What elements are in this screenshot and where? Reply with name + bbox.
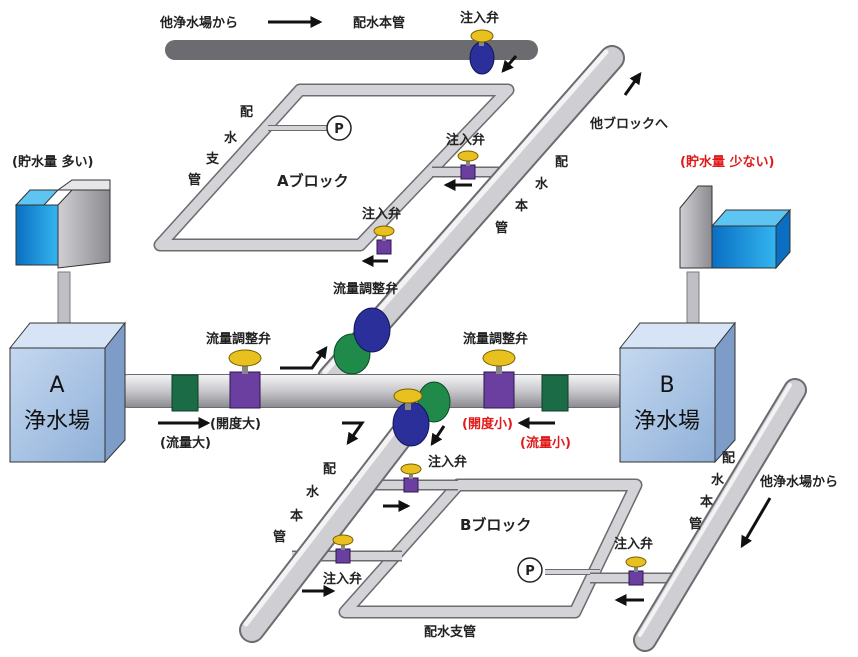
right-diagonal-main-pipe xyxy=(633,378,807,652)
pump-a: P xyxy=(326,115,352,141)
storage-high-label: (貯水量 多い) xyxy=(12,154,93,170)
from-other-plant-right-label: 他浄水場から xyxy=(759,474,838,490)
pump-b-label: P xyxy=(525,564,535,579)
svg-text:配: 配 xyxy=(240,105,253,120)
main-pipe-top-label: 配水本管 xyxy=(353,15,405,31)
svg-text:管: 管 xyxy=(689,516,702,532)
injection-valve-a-upper[interactable] xyxy=(457,150,479,180)
plant-b-name: 浄水場 xyxy=(634,409,700,434)
tank-a-storage-high xyxy=(14,179,111,269)
lower-diagonal-main-pipe xyxy=(239,392,438,643)
plant-a: A 浄水場 xyxy=(8,321,127,464)
injection-valve-a-upper-label: 注入弁 xyxy=(446,132,485,148)
block-b-label: Bブロック xyxy=(460,516,531,534)
flow-control-valve-b[interactable] xyxy=(482,349,516,409)
flow-small-label: (流量小) xyxy=(520,435,571,451)
plant-a-name: 浄水場 xyxy=(24,409,90,434)
flow-arrows xyxy=(158,16,772,606)
block-a-branch-pipe-vertical-label: 配 水 支 管 xyxy=(188,105,253,188)
svg-text:水: 水 xyxy=(711,472,725,488)
svg-text:管: 管 xyxy=(273,529,286,545)
flow-control-valve-lower-diagonal[interactable] xyxy=(392,381,451,447)
injection-valve-b-upper[interactable] xyxy=(400,463,422,493)
branch-pipe-bottom-label: 配水支管 xyxy=(424,624,476,640)
right-main-pipe-vertical-label: 配 水 本 管 xyxy=(689,451,735,532)
injection-valve-b-lower[interactable] xyxy=(332,534,354,564)
flow-control-valve-b-label: 流量調整弁 xyxy=(463,331,528,347)
injection-valve-b-lower-label: 注入弁 xyxy=(323,571,362,587)
flow-meter-a xyxy=(171,374,199,412)
svg-text:配: 配 xyxy=(722,451,735,466)
svg-text:管: 管 xyxy=(188,172,201,188)
injection-valve-b-right-label: 注入弁 xyxy=(614,536,653,552)
injection-valve-a-lower[interactable] xyxy=(373,225,395,255)
svg-text:水: 水 xyxy=(224,130,238,146)
injection-valve-top-main[interactable] xyxy=(469,29,495,75)
to-other-block-label: 他ブロックへ xyxy=(589,116,668,132)
flow-control-valve-a-label: 流量調整弁 xyxy=(206,331,271,347)
pump-a-label: P xyxy=(334,122,344,137)
upper-main-pipe-vertical-label: 配 水 本 管 xyxy=(495,155,568,236)
injection-valve-a-lower-label: 注入弁 xyxy=(362,206,401,222)
flow-control-valve-a[interactable] xyxy=(228,349,262,409)
storage-low-label: (貯水量 少ない) xyxy=(680,154,774,170)
pump-b: P xyxy=(517,557,543,583)
flow-control-valve-upper-diagonal[interactable] xyxy=(333,307,391,375)
svg-text:管: 管 xyxy=(495,220,508,236)
opening-small-label: (開度小) xyxy=(462,416,513,432)
block-a-branch-pipes xyxy=(153,83,515,252)
svg-text:配: 配 xyxy=(555,155,568,170)
flow-large-label: (流量大) xyxy=(160,435,211,451)
svg-text:本: 本 xyxy=(515,198,528,214)
plant-a-letter: A xyxy=(49,373,64,398)
from-other-plant-top-label: 他浄水場から xyxy=(159,15,238,31)
flow-control-valve-upper-label: 流量調整弁 xyxy=(333,281,398,297)
lower-main-pipe-vertical-label: 配 水 本 管 xyxy=(273,462,336,545)
injection-valve-b-upper-label: 注入弁 xyxy=(428,454,467,470)
opening-large-label: (開度大) xyxy=(210,416,261,432)
svg-text:配: 配 xyxy=(323,462,336,477)
svg-text:支: 支 xyxy=(205,151,220,167)
svg-text:本: 本 xyxy=(290,508,303,524)
plant-b: B 浄水場 xyxy=(618,321,737,464)
svg-text:水: 水 xyxy=(535,176,549,192)
injection-valve-b-right[interactable] xyxy=(625,556,647,586)
plant-b-letter: B xyxy=(659,373,674,398)
svg-text:本: 本 xyxy=(700,494,713,510)
svg-text:水: 水 xyxy=(306,484,320,500)
block-a-label: Aブロック xyxy=(277,172,349,190)
flow-meter-b xyxy=(541,374,569,412)
tank-b-storage-low xyxy=(679,185,792,270)
injection-valve-top-label: 注入弁 xyxy=(460,10,499,26)
